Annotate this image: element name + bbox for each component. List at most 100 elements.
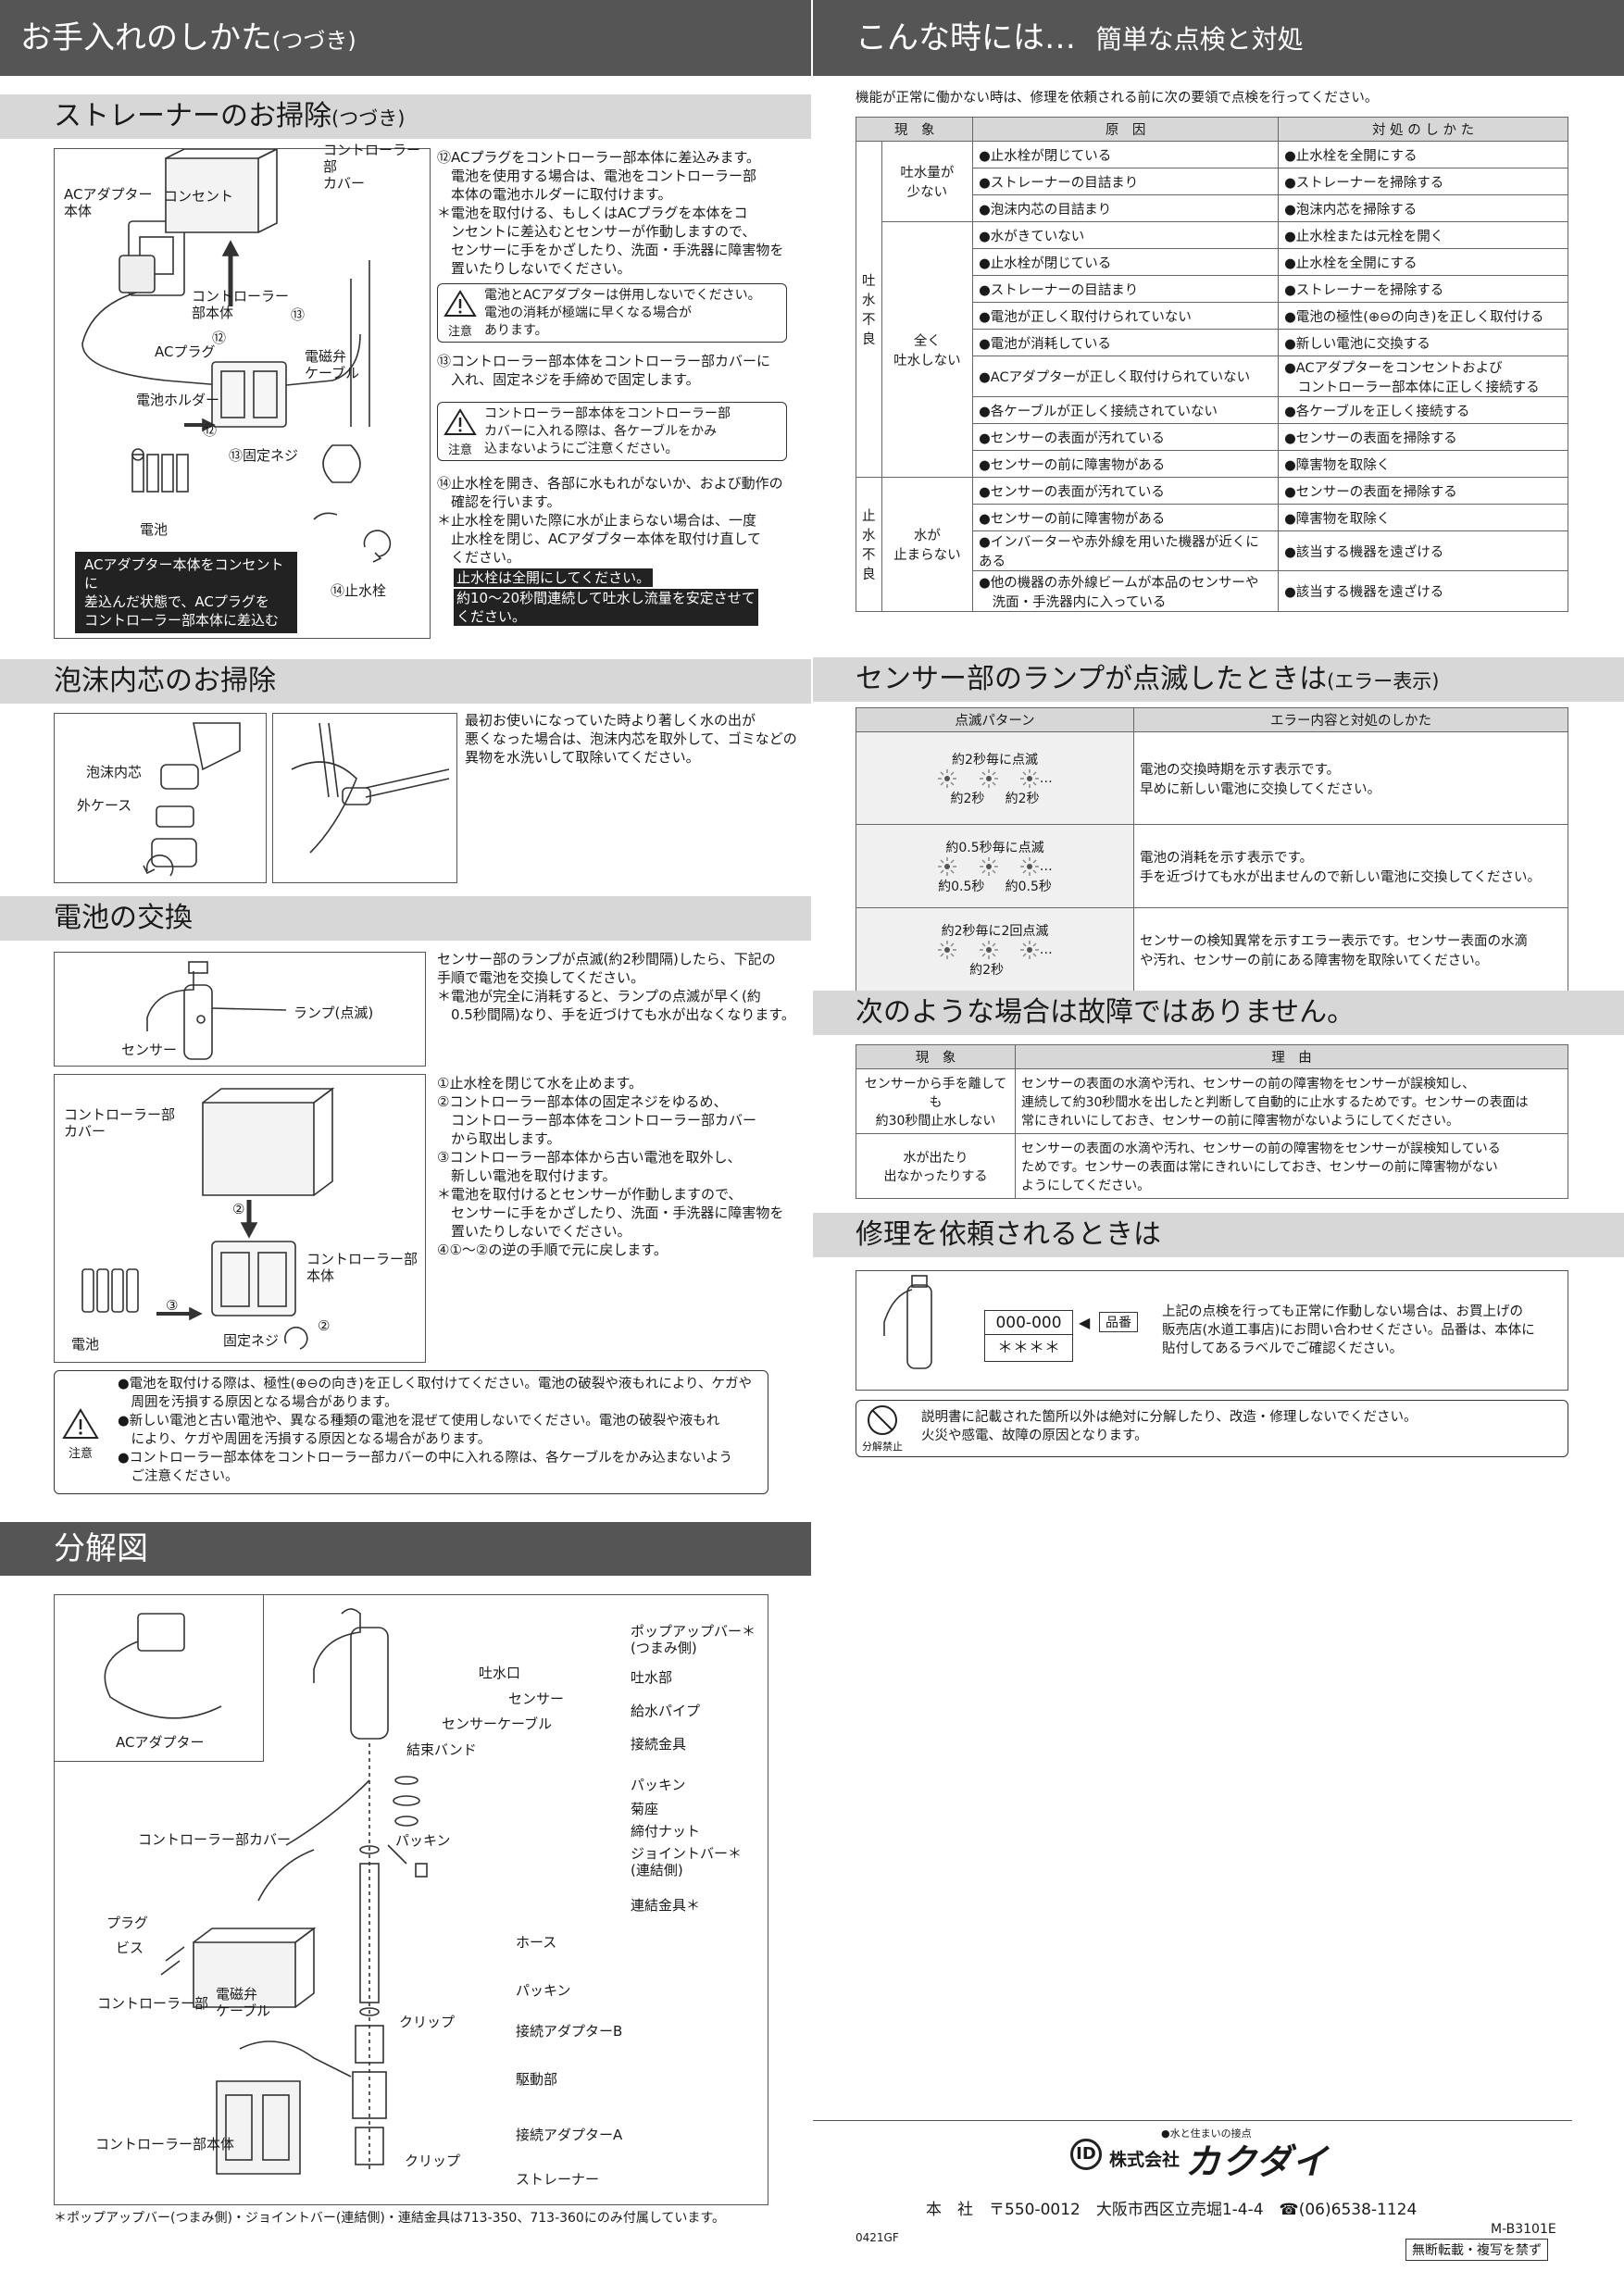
exploded-footnote: ＊ポップアップバー(つまみ側)・ジョイントバー(連結側)・連結金具は713-35… <box>54 2211 726 2226</box>
ex-washer-label: 菊座 <box>631 1801 659 1817</box>
trouble-remedy: ●止水栓を全開にする <box>1278 248 1568 276</box>
ac-adapter-panel: ACアダプター <box>55 1595 264 1762</box>
caution2-text: コントローラー部本体をコントローラー部 カバーに入れる際は、各ケーブルをかみ 込… <box>484 406 731 456</box>
lamp-table: 点滅パターンエラー内容と対処のしかた約2秒毎に点滅 …約2秒 約2秒電池の交換時… <box>856 707 1568 992</box>
ex-joint-label: ジョイントバー＊ (連結側) <box>631 1845 743 1878</box>
repair-section-title: 修理を依頼されるときは <box>813 1213 1624 1257</box>
footer-date-code: 0421GF <box>856 2231 899 2244</box>
foam-core-illustration <box>143 722 241 877</box>
arrow-left-icon: ◀ <box>1079 1314 1091 1331</box>
trouble-phenomenon: 水が止まらない <box>881 477 974 612</box>
battery-steps: ①止水栓を閉じて水を止めます。 ②コントローラー部本体の固定ネジをゆるめ、 コン… <box>437 1075 784 1258</box>
footer-address: 本 社 〒550-0012 大阪市西区立売堀1-4-4 ☎(06)6538-11… <box>926 2201 1418 2219</box>
step14-text: ⑭止水栓を開き、各部に水もれがないか、および動作の 確認を行います。 ＊止水栓を… <box>437 475 783 566</box>
trouble-cause: ●水がきていない <box>972 221 1280 249</box>
trouble-remedy: ●障害物を取除く <box>1278 504 1568 531</box>
trouble-cause: ●止水栓が閉じている <box>972 141 1280 168</box>
caution-icon: 注意 <box>443 290 477 339</box>
plug-label: ACプラグ <box>155 343 216 360</box>
lamp-section-title: センサー部のランプが点滅したときは(エラー表示) <box>813 657 1624 702</box>
trouble-row: ●ストレーナーの目詰まり●ストレーナーを掃除する <box>856 275 1568 303</box>
ex-spoutbody-label: 吐水部 <box>631 1669 673 1686</box>
trouble-cause: ●止水栓が閉じている <box>972 248 1280 276</box>
ex-adapterB-label: 接続アダプターB <box>516 2023 623 2040</box>
trouble-row: 全く吐水しない●水がきていない●止水栓または元栓を開く <box>856 221 1568 478</box>
ex-screw-label: ビス <box>116 1940 144 1956</box>
step13-marker: ⑬ <box>291 306 306 323</box>
ex-plug-label: プラグ <box>106 1915 149 1931</box>
body-label: コントローラー 部本体 <box>192 288 290 321</box>
step12-marker: ⑫ <box>212 330 227 346</box>
ex-packing3-label: パッキン <box>516 1982 571 1999</box>
lamp-header-pattern: 点滅パターン <box>856 707 1134 732</box>
bat-step2-marker-2: ② <box>318 1317 331 1334</box>
trouble-row: ●ストレーナーの目詰まり●ストレーナーを掃除する <box>856 168 1568 195</box>
trouble-row: ●インバーターや赤外線を用いた機器が近くにある●該当する機器を遠ざける <box>856 530 1568 571</box>
trouble-cause: ●電池が消耗している <box>972 329 1280 356</box>
notfault-table: 現 象理 由センサーから手を離しても約30秒間止水しないセンサーの表面の水滴や汚… <box>856 1044 1568 1199</box>
ex-clip2-label: クリップ <box>405 2152 461 2169</box>
nf-row: センサーから手を離しても約30秒間止水しないセンサーの表面の水滴や汚れ、センサー… <box>856 1068 1568 1134</box>
ex-strainer-label: ストレーナー <box>516 2171 600 2188</box>
foam-core-label: 泡沫内芯 <box>86 764 143 780</box>
fixing-screw-label: ⑬固定ネジ <box>229 447 299 464</box>
label-code2: ＊＊＊＊ <box>997 1339 1060 1357</box>
ex-band-label: 結束バンド <box>406 1741 477 1758</box>
lamp-description: センサーの検知異常を示すエラー表示です。センサー表面の水滴や汚れ、センサーの前に… <box>1133 907 1568 992</box>
foam-figure-2 <box>272 713 457 883</box>
exploded-title: 分解図 <box>54 1530 148 1567</box>
ex-pop-label: ポップアップバー＊ (つまみ側) <box>631 1623 756 1656</box>
trouble-remedy: ●センサーの表面を掃除する <box>1278 423 1568 451</box>
brush-cleaning-illustration <box>291 722 450 854</box>
trouble-cause: ●電池が正しく取付けられていない <box>972 302 1280 330</box>
notfault-title: 次のような場合は故障ではありません。 <box>856 996 1355 1029</box>
ex-valve-label: 電磁弁 ケーブル <box>216 1986 271 2019</box>
stop-valve-label: ⑭止水栓 <box>331 582 387 599</box>
footer-rule <box>813 2120 1572 2121</box>
caution-battery-ac: 注意 電池とACアダプターは併用しないでください。 電池の消耗が極端に早くなる場… <box>437 283 787 343</box>
footer-doc-code: M-B3101E <box>1491 2222 1556 2237</box>
battery-title: 電池の交換 <box>54 902 193 934</box>
nf-phenomenon: 水が出たり出なかったりする <box>856 1133 1016 1199</box>
trouble-row: 吐水不良吐水量が少ない●止水栓が閉じている●止水栓を全開にする <box>856 141 1568 478</box>
battery-label: 電池 <box>140 521 169 538</box>
trouble-remedy: ●ストレーナーを掃除する <box>1278 275 1568 303</box>
trouble-cause: ●インバーターや赤外線を用いた機器が近くにある <box>972 530 1280 571</box>
left-header: お手入れのしかた(つづき) <box>0 0 811 76</box>
bat-step2-marker: ② <box>232 1201 245 1217</box>
lamp-pattern: 約0.5秒毎に点滅 …約0.5秒 約0.5秒 <box>856 824 1134 908</box>
caution-icon: 注意 <box>62 1408 99 1461</box>
trouble-remedy: ●止水栓を全開にする <box>1278 141 1568 168</box>
trouble-header-phenomenon: 現 象 <box>855 117 974 142</box>
ex-clip1-label: クリップ <box>399 2014 456 2030</box>
trouble-row: ●泡沫内芯の目詰まり●泡沫内芯を掃除する <box>856 194 1568 222</box>
bat-screw-label: 固定ネジ <box>223 1332 280 1349</box>
trouble-row: ●ACアダプターが正しく取付けられていない●ACアダプターをコンセントおよび コ… <box>856 356 1568 397</box>
highlight-full-open: 止水栓は全開にしてください。 <box>454 568 654 587</box>
ex-spout-label: 吐水口 <box>479 1665 521 1681</box>
ex-scable-label: センサーケーブル <box>442 1716 553 1732</box>
lamp-row: 約2秒毎に点滅 …約2秒 約2秒電池の交換時期を示す表示です。早めに新しい電池に… <box>856 731 1568 825</box>
foam-title: 泡沫内芯のお掃除 <box>54 665 276 697</box>
strainer-illustration <box>81 149 392 563</box>
step12-text: ⑫ACプラグをコントローラー部本体に差込みます。 電池を使用する場合は、電池をコ… <box>437 149 784 277</box>
lamp-pattern: 約2秒毎に点滅 …約2秒 約2秒 <box>856 731 1134 825</box>
trouble-row: ●電池が正しく取付けられていない●電池の極性(⊕⊖の向き)を正しく取付ける <box>856 302 1568 330</box>
trouble-cause: ●他の機器の赤外線ビームが本品のセンサーや 洗面・手洗器内に入っている <box>972 570 1280 612</box>
nf-header-phenomenon: 現 象 <box>856 1044 1016 1069</box>
footer-brand-logo: カクダイ <box>1185 2141 1329 2182</box>
ex-cover-label: コントローラー部カバー <box>138 1831 292 1848</box>
footer-company: 株式会社 <box>1109 2150 1181 2170</box>
bat-cover-label: コントローラー部 カバー <box>64 1106 176 1140</box>
bat-battery-label: 電池 <box>71 1336 100 1353</box>
right-header-title: こんな時には… <box>856 19 1076 56</box>
trouble-row: 止水不良水が止まらない●センサーの表面が汚れている●センサーの表面を掃除する <box>856 477 1568 612</box>
footer-copyright-notice: 無断転載・複写を禁ず <box>1405 2239 1548 2261</box>
product-label: 000-000 ＊＊＊＊ <box>984 1310 1073 1362</box>
cover-label: コントローラー部 カバー <box>323 142 421 192</box>
trouble-row: ●電池が消耗している●新しい電池に交換する <box>856 329 1568 356</box>
caution-cables: 注意 コントローラー部本体をコントローラー部 カバーに入れる際は、各ケーブルをか… <box>437 402 787 461</box>
exploded-figure: ACアダプター コントローラー部カバー プラグ ビス コントローラー部 電磁弁 … <box>54 1594 768 2205</box>
repair-title: 修理を依頼されるときは <box>856 1218 1161 1251</box>
footer-tagline: ●水と住まいの接点 <box>1161 2128 1252 2140</box>
